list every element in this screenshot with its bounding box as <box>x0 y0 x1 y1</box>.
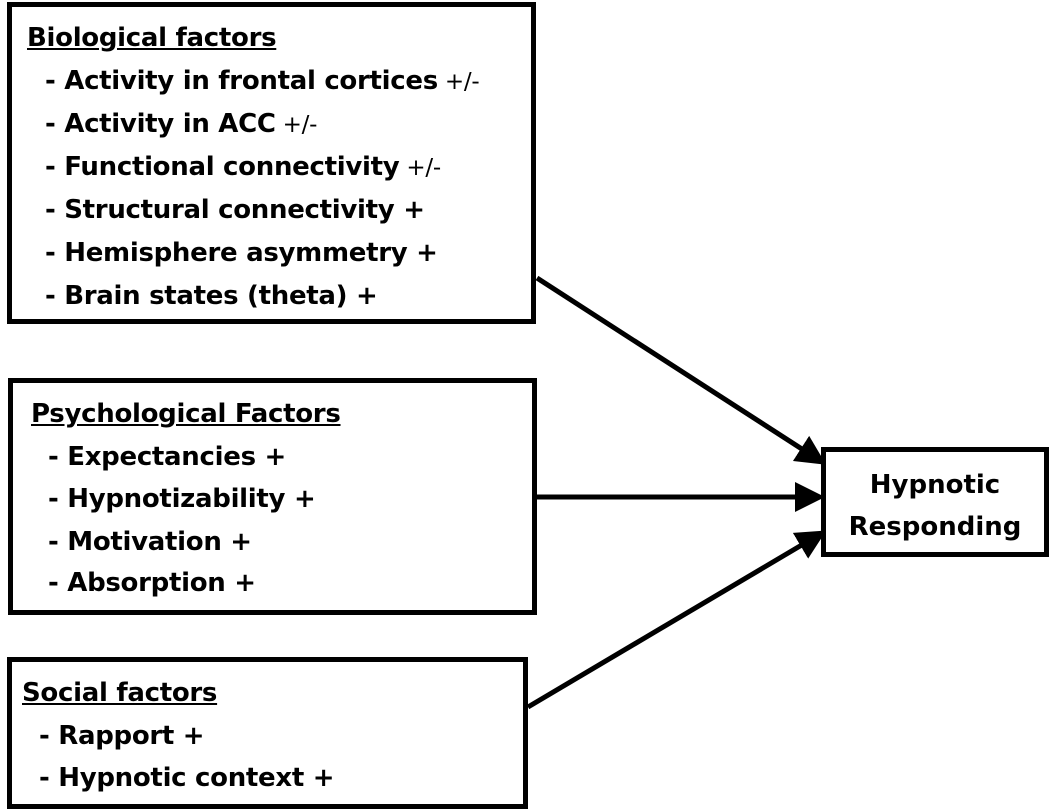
psychological-item-expectancies: - Expectancies + <box>48 442 286 472</box>
social-factors-box: Social factors - Rapport + - Hypnotic co… <box>7 657 528 809</box>
item-label: - Activity in frontal cortices <box>45 66 438 96</box>
item-sign: + <box>407 238 438 268</box>
biological-item-functional-connectivity: - Functional connectivity +/- <box>45 152 441 182</box>
item-sign: + <box>285 484 316 514</box>
outcome-line-2: Responding <box>848 512 1022 542</box>
biological-item-hemisphere-asymmetry: - Hemisphere asymmetry + <box>45 238 438 268</box>
psychological-item-absorption: - Absorption + <box>48 568 256 598</box>
psychological-item-hypnotizability: - Hypnotizability + <box>48 484 316 514</box>
social-item-rapport: - Rapport + <box>39 721 205 751</box>
biological-item-frontal-cortices: - Activity in frontal cortices +/- <box>45 66 480 96</box>
item-label: - Expectancies <box>48 442 256 472</box>
item-label: - Hypnotizability <box>48 484 286 514</box>
biological-item-brain-states: - Brain states (theta) + <box>45 281 378 311</box>
biological-item-structural-connectivity: - Structural connectivity + <box>45 195 425 225</box>
social-factors-title: Social factors <box>22 678 218 708</box>
item-label: - Hypnotic context <box>39 763 304 793</box>
item-label: - Hemisphere asymmetry <box>45 238 408 268</box>
psychological-item-motivation: - Motivation + <box>48 527 252 557</box>
biological-factors-title: Biological factors <box>27 23 277 53</box>
item-sign: + <box>225 568 256 598</box>
item-sign: +/- <box>437 69 480 95</box>
item-sign: + <box>255 442 287 472</box>
item-label: - Rapport <box>39 721 175 751</box>
item-sign: +/- <box>275 112 318 138</box>
item-label: - Motivation <box>48 527 222 557</box>
psychological-factors-title: Psychological Factors <box>31 399 341 429</box>
item-label: - Absorption <box>48 568 226 598</box>
item-sign: + <box>174 721 205 751</box>
item-sign: + <box>221 527 252 557</box>
item-label: - Brain states (theta) <box>45 281 348 311</box>
item-label: - Functional connectivity <box>45 152 400 182</box>
biological-item-acc: - Activity in ACC +/- <box>45 109 317 139</box>
item-sign: + <box>304 763 335 793</box>
arrow-social-to-outcome <box>526 530 827 710</box>
item-label: - Structural connectivity <box>45 195 395 225</box>
item-sign: +/- <box>399 155 441 181</box>
item-sign: + <box>394 195 425 225</box>
item-label: - Activity in ACC <box>45 109 276 139</box>
biological-factors-box: Biological factors - Activity in frontal… <box>7 2 536 324</box>
psychological-factors-box: Psychological Factors - Expectancies + -… <box>8 378 537 615</box>
item-sign: + <box>347 281 378 311</box>
hypnotic-responding-box: Hypnotic Responding <box>821 447 1049 557</box>
outcome-line-1: Hypnotic <box>869 470 1001 500</box>
social-item-hypnotic-context: - Hypnotic context + <box>39 763 335 793</box>
arrow-biological-to-outcome <box>535 275 827 465</box>
